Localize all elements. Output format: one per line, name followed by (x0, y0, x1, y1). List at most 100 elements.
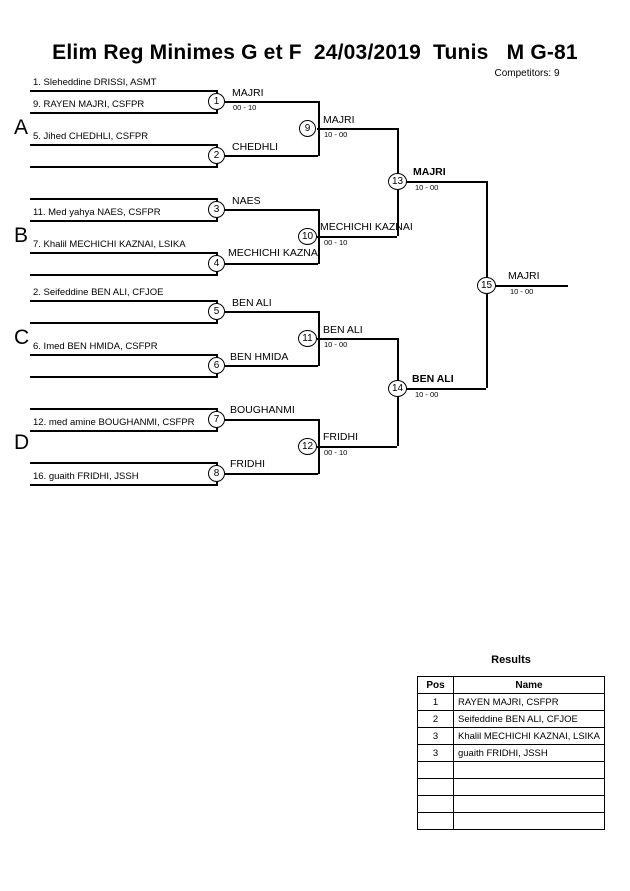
winner-line (225, 101, 318, 103)
winner-line (225, 311, 318, 313)
result-name: Khalil MECHICHI KAZNAI, LSIKA (452, 727, 606, 745)
winner-line (225, 419, 318, 421)
winner-name: BEN ALI (412, 373, 454, 385)
table-row[interactable] (417, 812, 606, 830)
winner-score: 10 - 00 (324, 130, 348, 139)
table-row[interactable]: 2 Seifeddine BEN ALI, CFJOE (417, 710, 606, 728)
match-node-2[interactable]: 2 (208, 147, 225, 164)
table-row[interactable]: 3 guaith FRIDHI, JSSH (417, 744, 606, 762)
winner-line (317, 446, 397, 448)
match-node-4[interactable]: 4 (208, 255, 225, 272)
entrant-line (30, 220, 216, 222)
result-pos: 3 (417, 744, 454, 762)
entrant-line (30, 90, 216, 92)
winner-name: MECHICHI KAZNAI (320, 221, 413, 233)
match-node-12[interactable]: 12 (298, 438, 317, 455)
match-node-3[interactable]: 3 (208, 201, 225, 218)
entrant-line (30, 430, 216, 432)
match-node-13[interactable]: 13 (388, 173, 407, 190)
result-name (452, 761, 606, 779)
result-name (452, 812, 606, 830)
winner-score: 00 - 10 (233, 103, 257, 112)
entrant-line (30, 484, 216, 486)
winner-name: BOUGHANMI (230, 404, 295, 416)
table-row[interactable] (417, 761, 606, 779)
result-name (452, 795, 606, 813)
result-pos (417, 778, 454, 796)
entrant-line (30, 408, 216, 410)
winner-line (225, 365, 318, 367)
winner-line (225, 209, 318, 211)
winner-name: MAJRI (413, 166, 446, 178)
champion-score: 10 - 00 (510, 287, 534, 296)
winner-name: BEN ALI (232, 297, 272, 309)
winner-score: 10 - 00 (415, 183, 439, 192)
page-title: Elim Reg Minimes G et F 24/03/2019 Tunis… (52, 41, 578, 64)
winner-name: MAJRI (232, 87, 264, 99)
column-header-pos: Pos (417, 676, 454, 694)
table-row[interactable] (417, 778, 606, 796)
result-name: Seifeddine BEN ALI, CFJOE (452, 710, 606, 728)
entrant-line (30, 376, 216, 378)
champion-line (485, 285, 568, 287)
entrant-line (30, 198, 216, 200)
table-header-row: Pos Name (417, 676, 606, 694)
entrant-label: 7. Khalil MECHICHI KAZNAI, LSIKA (33, 239, 186, 250)
winner-line (317, 128, 397, 130)
section-label-d: D (14, 431, 30, 454)
winner-name: NAES (232, 195, 261, 207)
winner-name: MECHICHI KAZNAI (228, 247, 321, 259)
winner-line (396, 181, 486, 183)
entrant-line (30, 252, 216, 254)
entrant-line (30, 112, 216, 114)
winner-line (225, 155, 318, 157)
section-label-c: C (14, 326, 30, 349)
entrant-line (30, 462, 216, 464)
entrant-label: 6. Imed BEN HMIDA, CSFPR (33, 341, 158, 352)
winner-score: 00 - 10 (324, 448, 348, 457)
match-node-5[interactable]: 5 (208, 303, 225, 320)
winner-name: FRIDHI (323, 431, 358, 443)
result-pos: 3 (417, 727, 454, 745)
entrant-label: 2. Seifeddine BEN ALI, CFJOE (33, 287, 164, 298)
competitors-count: Competitors: 9 (494, 68, 560, 79)
result-name: RAYEN MAJRI, CSFPR (452, 693, 606, 711)
result-pos (417, 812, 454, 830)
column-header-name: Name (452, 676, 606, 694)
entrant-line (30, 322, 216, 324)
results-title: Results (491, 654, 531, 666)
match-node-11[interactable]: 11 (298, 330, 317, 347)
table-row[interactable] (417, 795, 606, 813)
table-row[interactable]: 3 Khalil MECHICHI KAZNAI, LSIKA (417, 727, 606, 745)
winner-line (396, 388, 486, 390)
section-label-a: A (14, 116, 29, 139)
entrant-line (30, 274, 216, 276)
result-name (452, 778, 606, 796)
match-node-6[interactable]: 6 (208, 357, 225, 374)
entrant-label: 1. Sleheddine DRISSI, ASMT (33, 77, 157, 88)
result-pos: 1 (417, 693, 454, 711)
winner-line (225, 473, 318, 475)
match-node-8[interactable]: 8 (208, 465, 225, 482)
entrant-label: 16. guaith FRIDHI, JSSH (33, 471, 139, 482)
result-pos (417, 795, 454, 813)
winner-score: 10 - 00 (415, 390, 439, 399)
section-label-b: B (14, 224, 29, 247)
entrant-label: 12. med amine BOUGHANMI, CSFPR (33, 417, 195, 428)
winner-score: 10 - 00 (324, 340, 348, 349)
winner-line (317, 236, 397, 238)
entrant-label: 5. Jihed CHEDHLI, CSFPR (33, 131, 149, 142)
match-node-7[interactable]: 7 (208, 411, 225, 428)
winner-name: BEN HMIDA (230, 351, 289, 363)
entrant-label: 11. Med yahya NAES, CSFPR (33, 207, 161, 218)
winner-line (225, 263, 318, 265)
match-node-1[interactable]: 1 (208, 93, 225, 110)
table-row[interactable]: 1 RAYEN MAJRI, CSFPR (417, 693, 606, 711)
winner-name: CHEDHLI (232, 141, 279, 153)
match-node-10[interactable]: 10 (298, 228, 317, 245)
match-node-15[interactable]: 15 (477, 277, 496, 294)
match-node-9[interactable]: 9 (299, 120, 316, 137)
match-node-14[interactable]: 14 (388, 380, 407, 397)
winner-score: 00 - 10 (324, 238, 348, 247)
